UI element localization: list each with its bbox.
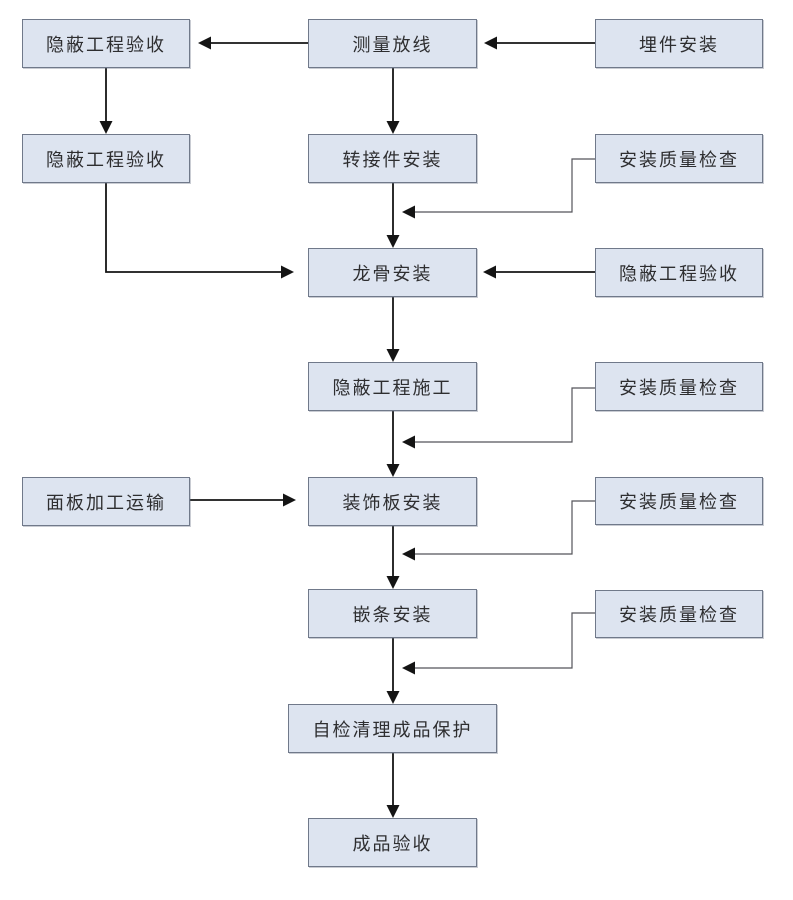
edge-qc4-elbow-to-flow [414,612,595,669]
flow-node-label: 龙骨安装 [352,263,433,285]
edge-qc1-elbow-to-flow [414,158,595,213]
flow-node-label: 安装质量检查 [619,492,739,513]
arrowhead-hidden2-to-keel [281,265,294,279]
arrowhead-qc4-elbow-to-flow [402,661,415,675]
arrowhead-qc2-elbow-to-flow [402,435,415,449]
flow-node-quality-check-2: 安装质量检查 [595,362,763,411]
flow-node-quality-check-1: 安装质量检查 [595,134,763,183]
edge-qc2-elbow-to-flow [414,387,595,443]
arrowhead-survey-to-adapter [386,121,400,134]
arrowhead-hiddenwork-to-panelinstall [386,464,400,477]
flow-node-final-acceptance: 成品验收 [308,818,477,867]
flow-node-label: 面板加工运输 [46,492,166,514]
flow-node-label: 隐蔽工程验收 [46,149,166,171]
arrowhead-embed-to-survey [484,36,497,50]
flow-node-label: 嵌条安装 [352,604,433,626]
flow-node-label: 隐蔽工程验收 [46,34,166,56]
flow-node-label: 安装质量检查 [619,377,739,399]
arrowhead-hidden3-to-keel [483,265,496,279]
arrowhead-selfcheck-to-final [386,805,400,818]
arrowhead-hidden1-to-hidden2 [99,121,113,134]
flow-node-trim-install: 嵌条安装 [308,589,477,638]
arrowhead-panelproc-to-panelinstall [283,493,296,507]
flow-node-hidden-acceptance-2: 隐蔽工程验收 [22,134,190,183]
arrowhead-panelinstall-to-trim [386,576,400,589]
flow-node-embed-install: 埋件安装 [595,19,763,68]
arrowhead-adapter-to-keel [386,235,400,248]
edge-qc3-elbow-to-flow [414,500,595,555]
flow-node-decorative-panel-install: 装饰板安装 [308,477,477,526]
flow-node-label: 转接件安装 [342,149,443,171]
flow-node-keel-install: 龙骨安装 [308,248,477,297]
flow-node-label: 隐蔽工程施工 [332,377,453,399]
arrowhead-qc1-elbow-to-flow [402,205,415,219]
flow-node-label: 隐蔽工程验收 [619,263,739,285]
arrowhead-trim-to-selfcheck [386,691,400,704]
flow-node-hidden-acceptance-1: 隐蔽工程验收 [22,19,190,68]
flow-node-panel-processing: 面板加工运输 [22,477,190,526]
flow-node-quality-check-4: 安装质量检查 [595,590,763,638]
flow-node-self-check-protection: 自检清理成品保护 [288,704,497,753]
flow-node-survey-layout: 测量放线 [308,19,477,68]
arrowhead-qc3-elbow-to-flow [402,547,415,561]
flow-node-label: 安装质量检查 [619,605,739,626]
flow-node-label: 安装质量检查 [619,149,739,171]
flow-node-label: 埋件安装 [639,34,719,56]
flow-node-adapter-install: 转接件安装 [308,134,477,183]
arrowhead-survey-to-hidden1 [198,36,211,50]
arrowhead-keel-to-hiddenwork [386,349,400,362]
flow-node-label: 装饰板安装 [342,492,443,514]
flow-node-hidden-acceptance-3: 隐蔽工程验收 [595,248,763,297]
flow-node-label: 测量放线 [352,34,433,56]
flow-node-hidden-construction: 隐蔽工程施工 [308,362,477,411]
flow-node-label: 自检清理成品保护 [312,719,473,741]
edge-hidden2-to-keel [105,183,282,273]
flow-node-label: 成品验收 [352,833,433,855]
flow-node-quality-check-3: 安装质量检查 [595,477,763,525]
